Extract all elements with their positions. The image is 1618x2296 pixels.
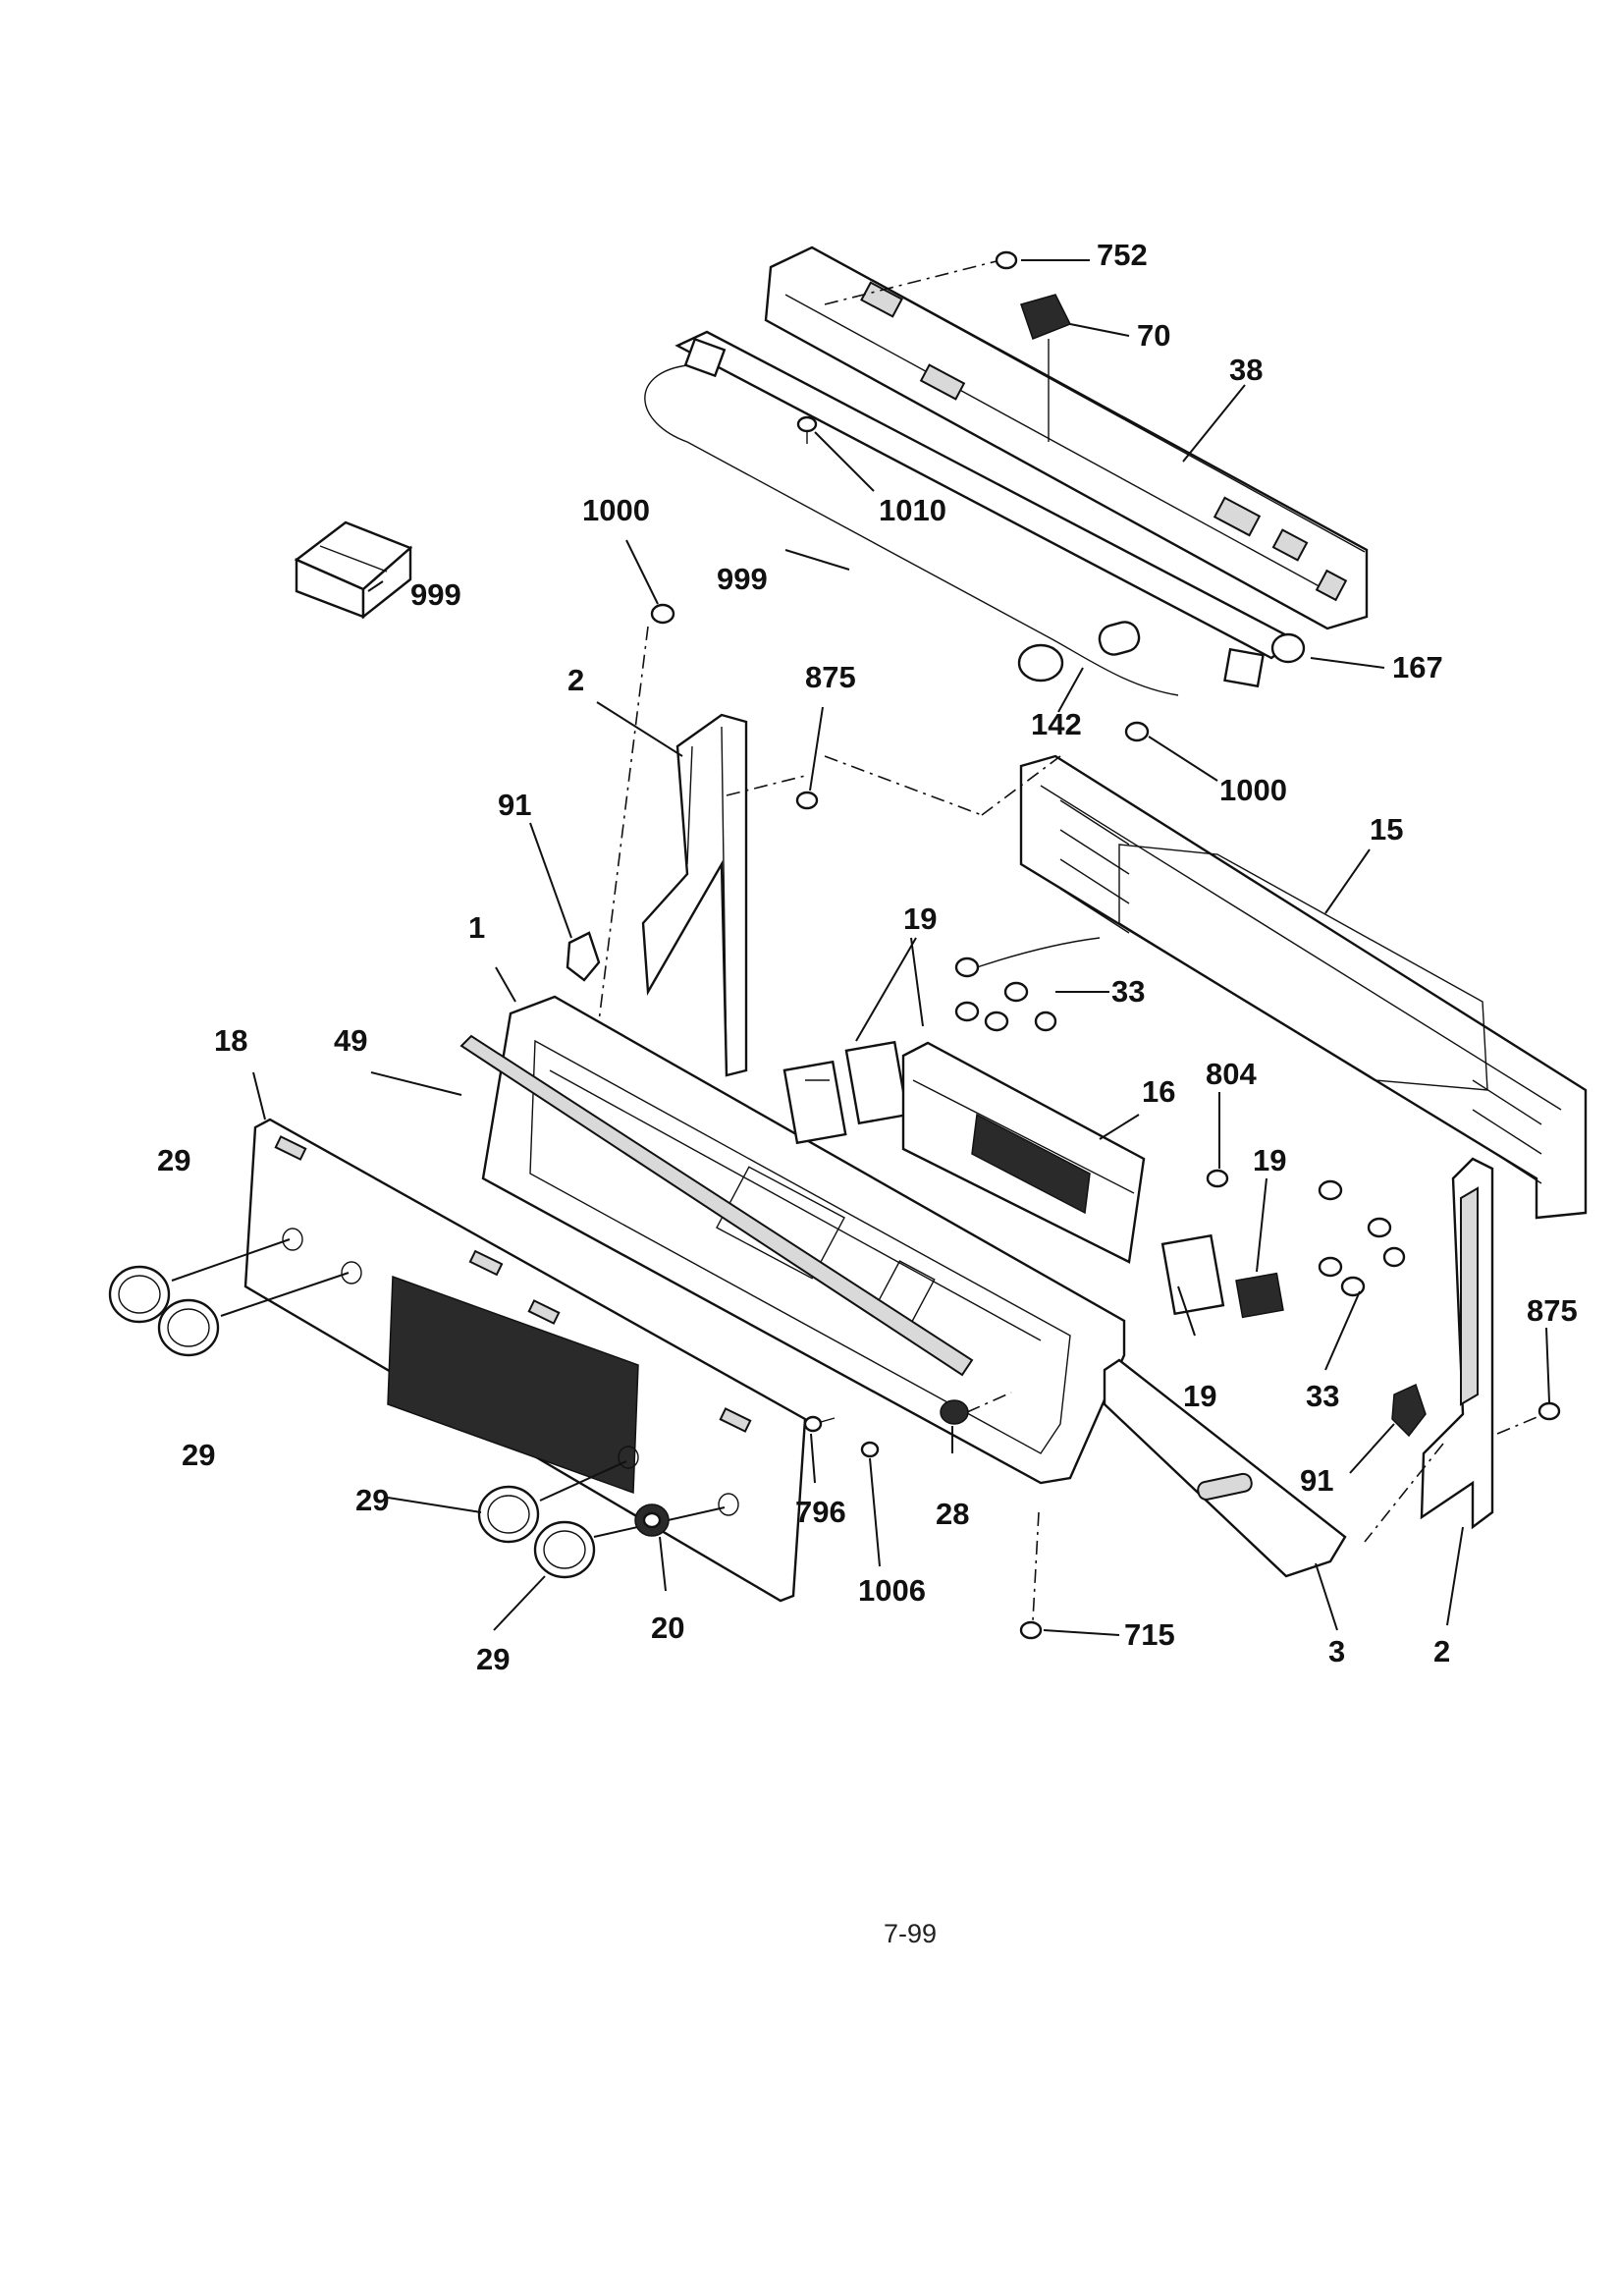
callout-28: 28 [936, 1497, 969, 1531]
side-bracket-right [1364, 1157, 1494, 1543]
callout-1: 1 [468, 910, 485, 945]
leader-lines [252, 259, 1550, 1636]
callout-804: 804 [1206, 1057, 1257, 1091]
knob-29-a [108, 1238, 291, 1324]
knob-29-d [533, 1506, 726, 1579]
clip-91-right [1391, 1383, 1427, 1438]
callout-labels: 752 70 38 1010 1000 999 999 167 142 2 87… [157, 238, 1578, 1676]
callout-33-top: 33 [1111, 974, 1145, 1009]
callout-1000-right: 1000 [1219, 773, 1287, 807]
light-rail-assembly [644, 246, 1369, 696]
screw-875-right [1496, 1401, 1561, 1435]
terminals-33-lower [1318, 1179, 1406, 1297]
kit-box-999 [294, 520, 413, 620]
callout-2-left: 2 [567, 663, 584, 697]
knob-29-b [157, 1272, 350, 1357]
knob-29-c [477, 1460, 627, 1544]
callout-19-top: 19 [903, 902, 937, 936]
screw-752 [824, 250, 1018, 305]
screw-1010 [796, 415, 818, 444]
callout-38: 38 [1229, 353, 1263, 387]
callout-142: 142 [1031, 707, 1082, 741]
callout-1010: 1010 [879, 493, 946, 527]
terminals-33-upper [954, 937, 1101, 1032]
switch-19-c [1160, 1233, 1225, 1316]
switch-19-d [1235, 1272, 1284, 1319]
callout-33-bottom: 33 [1306, 1379, 1339, 1413]
screw-1000-left [598, 603, 675, 1022]
front-control-panel-18 [243, 1118, 807, 1603]
callout-875-right: 875 [1527, 1293, 1578, 1328]
callout-875-left: 875 [805, 660, 856, 694]
callout-49: 49 [334, 1023, 367, 1058]
callout-1006: 1006 [858, 1573, 926, 1608]
indicator-28 [940, 1392, 1012, 1425]
callout-91-left: 91 [498, 788, 531, 822]
callout-16: 16 [1142, 1074, 1175, 1109]
callout-715: 715 [1124, 1617, 1175, 1652]
screw-875-left [795, 791, 819, 810]
electronic-control-16 [901, 1041, 1146, 1264]
callout-15: 15 [1370, 812, 1403, 847]
switch-19-a [782, 1060, 847, 1145]
screw-796 [803, 1415, 836, 1433]
callout-752: 752 [1097, 238, 1148, 272]
callout-19-right-top: 19 [1253, 1143, 1286, 1177]
screw-1000-right [824, 721, 1150, 816]
trim-strip-49 [459, 1034, 974, 1377]
callout-20: 20 [651, 1611, 684, 1645]
callout-796: 796 [795, 1495, 846, 1529]
callout-91-right: 91 [1300, 1463, 1333, 1498]
callout-18: 18 [214, 1023, 247, 1058]
screw-715 [1019, 1511, 1043, 1640]
callout-3: 3 [1328, 1634, 1345, 1668]
page-number: 7-99 [884, 1919, 937, 1948]
callout-167: 167 [1392, 650, 1443, 684]
ring-20 [634, 1503, 670, 1537]
screw-804 [1206, 1169, 1229, 1188]
rear-panel-15 [1019, 754, 1588, 1220]
callout-999-wire: 999 [717, 562, 768, 596]
callout-29-a: 29 [157, 1143, 190, 1177]
callout-19-bottom: 19 [1183, 1379, 1216, 1413]
callout-2-right: 2 [1433, 1634, 1450, 1668]
callout-29-b: 29 [182, 1438, 215, 1472]
callout-29-c: 29 [355, 1483, 389, 1517]
lower-rail-3 [1103, 1358, 1347, 1578]
callout-1000-top: 1000 [582, 493, 650, 527]
callout-29-d: 29 [476, 1642, 510, 1676]
switch-19-b [844, 1040, 909, 1125]
side-bracket-left [641, 713, 806, 1077]
callout-70: 70 [1137, 318, 1170, 353]
screw-1006 [860, 1441, 880, 1458]
clip-91-left [566, 931, 601, 982]
callout-999-box: 999 [410, 577, 461, 612]
